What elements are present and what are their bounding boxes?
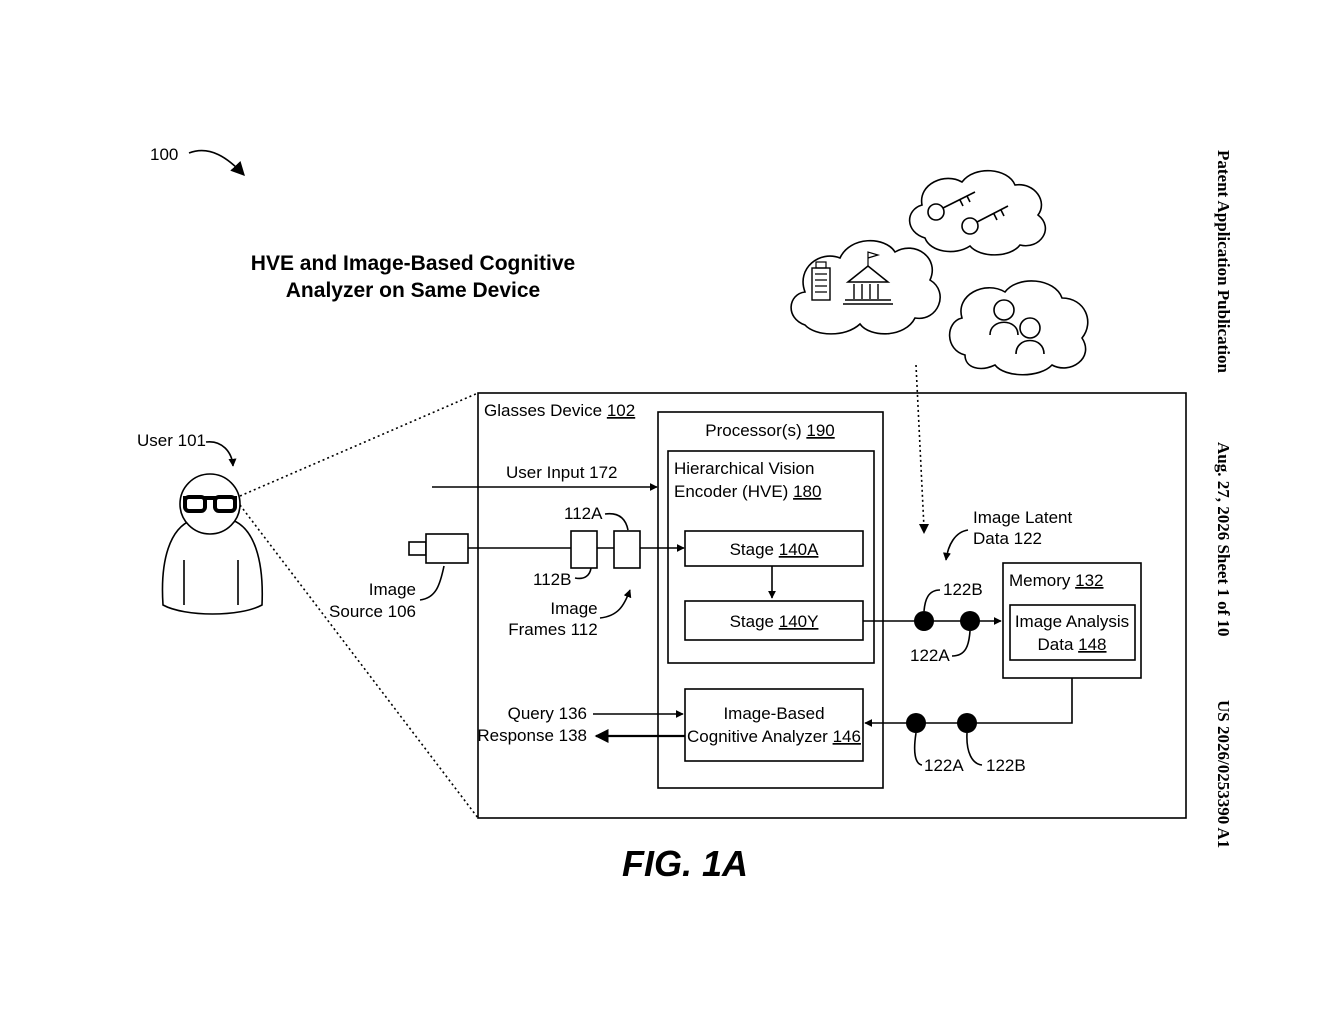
image-frames-arrow (600, 590, 630, 618)
figure-ref-arrow (189, 151, 244, 175)
analysis-data-line1: Image Analysis (1015, 612, 1129, 631)
analysis-data-line2: Data 148 (1037, 635, 1106, 654)
side-header-publication: Patent Application Publication (1214, 150, 1233, 373)
response-label: Response 138 (477, 726, 587, 745)
image-source-line2: Source 106 (329, 602, 416, 621)
latent-122b-bottom-leader (967, 733, 982, 765)
cloud-dotted-arrowhead (919, 524, 929, 534)
query-label: Query 136 (508, 704, 587, 723)
latent-label-line1: Image Latent (973, 508, 1073, 527)
image-frames-line2: Frames 112 (508, 620, 597, 639)
latent-dot-122b-top (914, 611, 934, 631)
latent-122b-top-label: 122B (943, 580, 983, 599)
latent-122a-top-label: 122A (910, 646, 950, 665)
latent-label-line2: Data 122 (973, 529, 1042, 548)
hve-label-line2: Encoder (HVE) 180 (674, 482, 821, 501)
glasses-device-label: Glasses Device 102 (484, 401, 635, 420)
user-label-arrow (206, 442, 233, 466)
keys-cloud-icon (910, 171, 1046, 255)
latent-122a-bottom-leader (915, 733, 922, 765)
side-header-date-sheet: Aug. 27, 2026 Sheet 1 of 10 (1214, 442, 1233, 637)
frame-112b-leader (575, 568, 591, 578)
buildings-cloud-icon (791, 241, 940, 334)
figure-caption: FIG. 1A (622, 843, 748, 884)
user-label: User 101 (137, 431, 206, 450)
hve-label-line1: Hierarchical Vision (674, 459, 814, 478)
diagram-title-line1: HVE and Image-Based Cognitive (251, 252, 575, 275)
zoom-line-top (240, 393, 478, 496)
camera-icon (409, 534, 468, 563)
latent-label-arrow (946, 530, 968, 560)
user-with-glasses-icon (162, 474, 262, 614)
image-frames-line1: Image (550, 599, 597, 618)
side-header-number: US 2026/0253390 A1 (1214, 700, 1233, 848)
latent-122b-bottom-label: 122B (986, 756, 1026, 775)
latent-122a-bottom-label: 122A (924, 756, 964, 775)
analyzer-label-line2: Cognitive Analyzer 146 (687, 727, 861, 746)
figure-ref-label: 100 (150, 145, 178, 164)
latent-122b-top-leader (924, 590, 940, 611)
side-header: Patent Application Publication Aug. 27, … (1214, 150, 1233, 848)
stage-140y-label: Stage 140Y (730, 612, 819, 631)
users-cloud-icon (950, 281, 1088, 375)
frame-112b-label: 112B (533, 570, 571, 589)
stage-140a-label: Stage 140A (730, 540, 820, 559)
analyzer-box (685, 689, 863, 761)
latent-dot-122a-top (960, 611, 980, 631)
diagram-title-line2: Analyzer on Same Device (286, 279, 540, 302)
frame-112a-label: 112A (564, 504, 603, 523)
image-source-leader (420, 566, 444, 600)
frame-112a-leader (605, 514, 628, 530)
frame-112a (614, 531, 640, 568)
memory-label: Memory 132 (1009, 571, 1104, 590)
image-source-line1: Image (369, 580, 416, 599)
latent-dot-122a-bottom (906, 713, 926, 733)
user-input-label: User Input 172 (506, 463, 618, 482)
cloud-dotted-arrow (916, 365, 924, 528)
frame-112b (571, 531, 597, 568)
processor-label: Processor(s) 190 (705, 421, 834, 440)
latent-122a-top-leader (952, 631, 970, 656)
latent-dot-122b-bottom (957, 713, 977, 733)
analyzer-label-line1: Image-Based (723, 704, 824, 723)
